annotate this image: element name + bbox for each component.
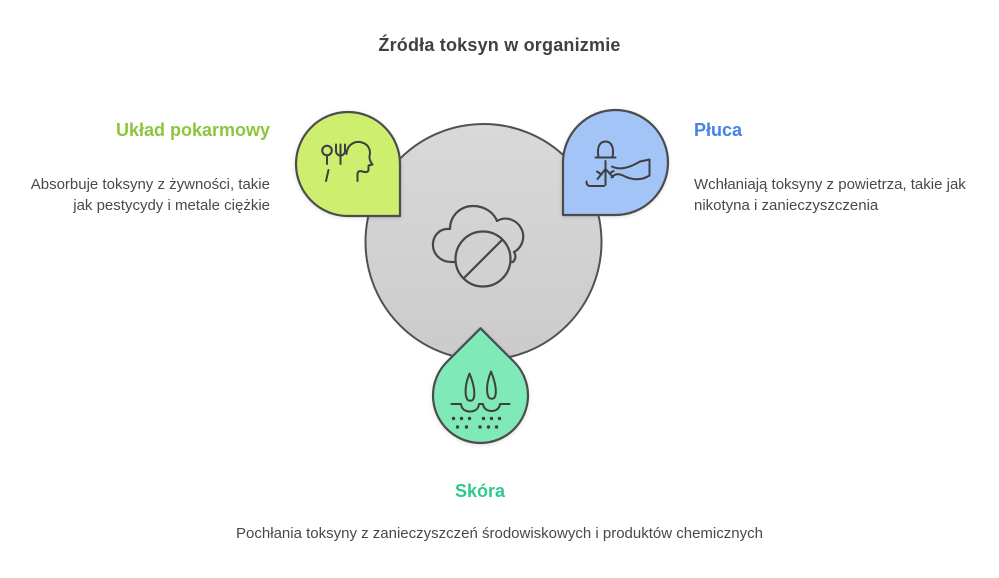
cutlery-and-face-icon [321,141,374,182]
prohibition-icon [454,230,512,288]
lungs-description: Wchłaniają toksyny z powietrza, takie ja… [694,176,966,214]
skin-drop [431,327,530,444]
skin-heading: Skóra [454,481,506,501]
section-digestive: Układ pokarmowy Absorbuje toksyny z żywn… [18,119,270,216]
page-title: Źródła toksyn w organizmie [378,35,621,55]
skin-description: Pochłania toksyny z zanieczyszczeń środo… [236,525,763,542]
section-lungs: Płuca Wchłaniają toksyny z powietrza, ta… [694,119,986,216]
skin-hairs-icon [450,370,511,429]
digestive-heading: Układ pokarmowy [115,120,270,140]
lungs-airflow-icon [585,140,651,187]
digestive-drop [294,110,402,218]
lungs-drop [561,108,670,217]
lungs-heading: Płuca [694,120,743,140]
cloud-icon [431,204,525,264]
digestive-description: Absorbuje toksyny z żywności, takie jak … [30,176,270,214]
